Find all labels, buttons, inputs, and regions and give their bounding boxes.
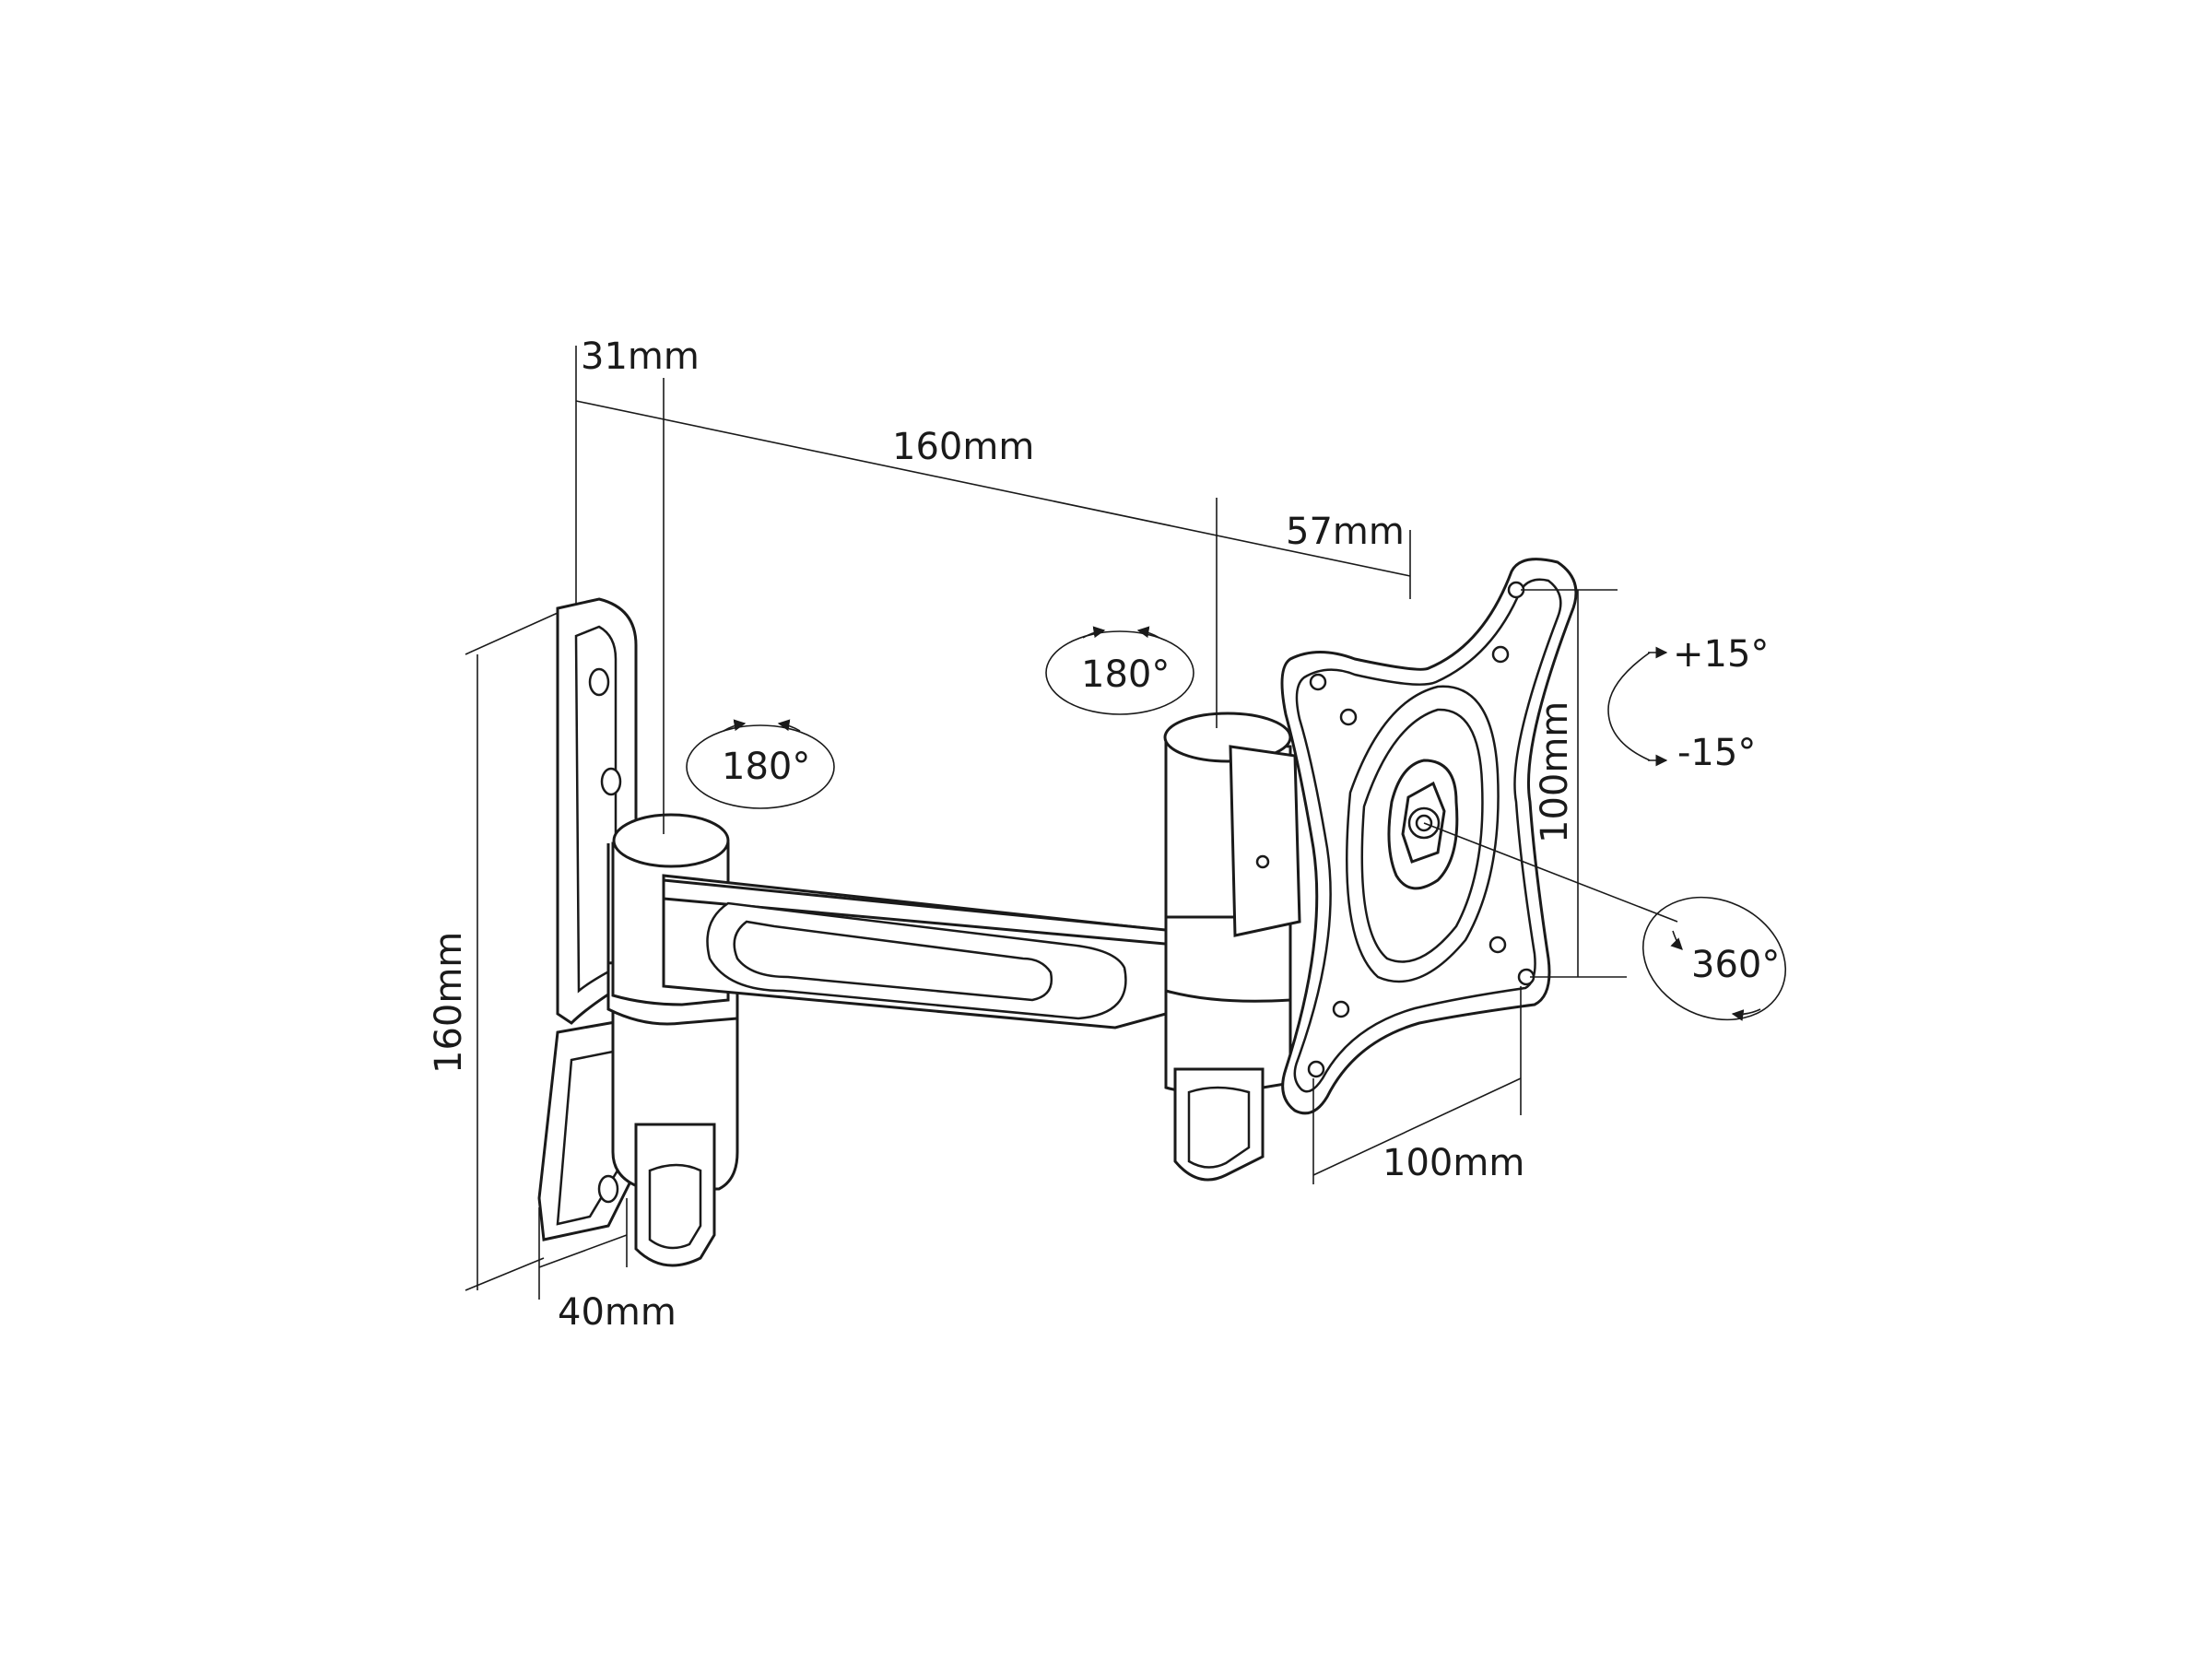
dim-vesa-height: 100mm [1534, 701, 1576, 843]
dim-wall-plate-depth: 40mm [558, 1291, 677, 1334]
vesa-hole-6 [1488, 935, 1507, 954]
rotation-indicators [686, 626, 1787, 1021]
vesa-plate [1280, 558, 1578, 1115]
rot-tilt-down: -15° [1677, 732, 1756, 774]
vesa-hole-1 [1309, 673, 1327, 691]
rot-tilt-up: +15° [1673, 633, 1769, 676]
rot-rotation: 360° [1691, 944, 1780, 986]
tilt-arc [1607, 652, 1651, 761]
rot-wall-swivel: 180° [722, 746, 810, 788]
wall-plate-hole-bottom [597, 1174, 619, 1204]
swing-arm [662, 874, 1191, 1030]
dimension-lines [465, 346, 1678, 1300]
dim-head-depth: 57mm [1286, 511, 1405, 553]
tilt-screw [1255, 854, 1270, 869]
rotation-arc [1641, 896, 1787, 1021]
arm-swivel-arc [1045, 630, 1194, 715]
wall-pivot-cap [612, 813, 730, 868]
vesa-hole-3 [1339, 708, 1358, 726]
arm-pivot [1163, 712, 1301, 1182]
wall-plate-hole-mid [600, 767, 622, 796]
vesa-hole-7 [1307, 1060, 1325, 1078]
vesa-hole-4 [1491, 645, 1510, 664]
labels: 31mm 160mm 57mm 160mm 40mm 100mm 100mm 1… [428, 335, 1780, 1334]
wall-plate-hole-top [588, 667, 610, 697]
dim-vesa-width: 100mm [1382, 1142, 1524, 1184]
rot-arm-swivel: 180° [1081, 653, 1170, 696]
dim-arm-length: 160mm [892, 426, 1034, 468]
dim-wall-plate-height: 160mm [428, 932, 470, 1074]
dim-plate-offset: 31mm [581, 335, 700, 378]
vesa-hole-5 [1332, 1000, 1350, 1018]
wall-swivel-arc [686, 724, 835, 809]
